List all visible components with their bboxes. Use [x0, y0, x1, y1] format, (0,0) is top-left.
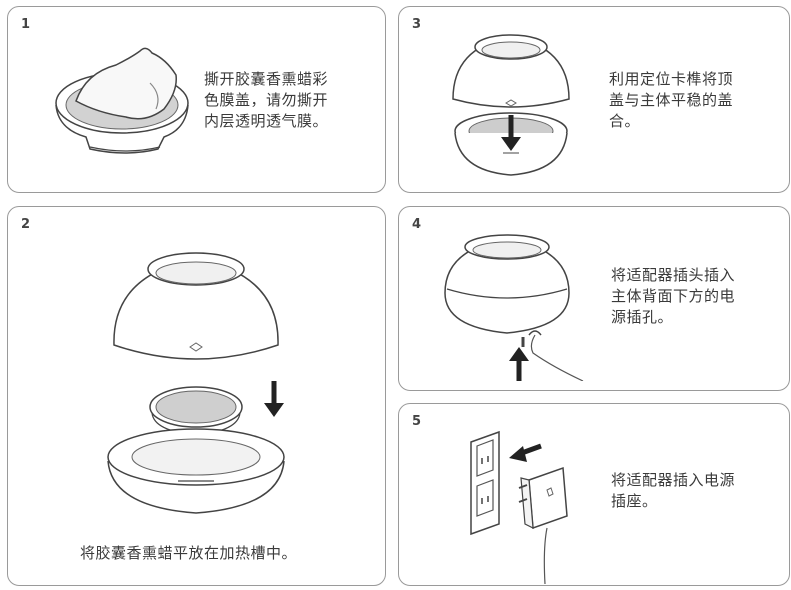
step-number: 1	[21, 17, 31, 32]
text-line: 色膜盖，请勿撕开	[204, 91, 329, 109]
step-number: 4	[412, 217, 422, 232]
step-3-panel: 3 利用定位卡榫将顶 盖与主体平稳的盖 合。	[398, 6, 790, 193]
text-line: 利用定位卡榫将顶	[609, 70, 734, 88]
plug-adapter-illustration	[444, 234, 584, 381]
close-lid-illustration	[452, 34, 570, 176]
place-capsule-illustration	[107, 252, 285, 514]
step-5-instructions: 将适配器插入电源 插座。	[611, 470, 735, 512]
capsule-peel-illustration	[55, 47, 189, 154]
step-2-caption: 将胶囊香熏蜡平放在加热槽中。	[80, 544, 298, 562]
text-line: 撕开胶囊香熏蜡彩	[204, 70, 329, 88]
text-line: 源插孔。	[611, 308, 674, 326]
text-line: 合。	[609, 112, 641, 130]
step-4-panel: 4 将适配器插头插入 主体背面下方的电 源插孔。	[398, 206, 790, 391]
text-line: 盖与主体平稳的盖	[609, 91, 734, 109]
step-1-panel: 1 撕开胶囊香熏蜡彩 色膜盖，请勿撕开 内层透明透气膜。	[7, 6, 386, 193]
step-number: 2	[21, 217, 31, 232]
step-5-panel: 5 将适配器插入电源 插座。	[398, 403, 790, 586]
text-line: 将适配器插入电源	[611, 471, 736, 489]
step-1-instructions: 撕开胶囊香熏蜡彩 色膜盖，请勿撕开 内层透明透气膜。	[204, 69, 328, 132]
text-line: 插座。	[611, 492, 658, 510]
step-number: 5	[412, 414, 422, 429]
step-number: 3	[412, 17, 422, 32]
wall-socket-illustration	[470, 430, 568, 584]
text-line: 将适配器插头插入	[611, 266, 736, 284]
step-4-instructions: 将适配器插头插入 主体背面下方的电 源插孔。	[611, 265, 735, 328]
step-3-instructions: 利用定位卡榫将顶 盖与主体平稳的盖 合。	[609, 69, 733, 132]
text-line: 主体背面下方的电	[611, 287, 736, 305]
step-2-panel: 2 将胶囊香熏蜡平放在加热槽中。	[7, 206, 386, 586]
text-line: 内层透明透气膜。	[204, 112, 329, 130]
